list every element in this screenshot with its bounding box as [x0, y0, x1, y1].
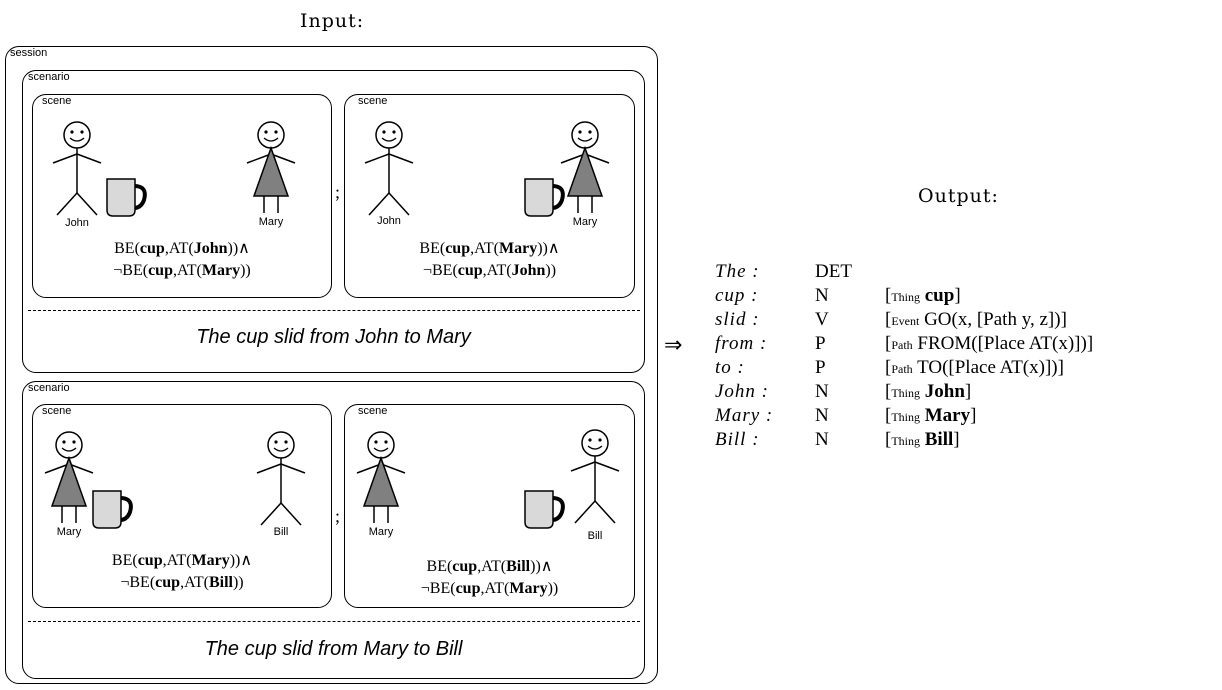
stick-figure-mary — [246, 121, 296, 213]
lexicon-word: The : — [715, 261, 760, 282]
scene-separator: ; — [335, 506, 341, 526]
figure-name: Bill — [587, 530, 603, 542]
scene-box-2-1 — [32, 404, 332, 608]
lexicon-word: slid : — [715, 309, 760, 330]
lexicon-row: slid : V [Event GO(x, [Path y, z])] — [715, 308, 1093, 332]
figure-name: Mary — [572, 216, 598, 228]
scene-box-2-2 — [344, 404, 635, 608]
input-heading: Input: — [300, 10, 365, 32]
stick-figure-bill — [570, 429, 620, 524]
lexicon-semantics: [Thing Bill] — [885, 429, 960, 450]
scene-label: scene — [42, 95, 72, 107]
lexicon-row: The : DET — [715, 260, 1093, 284]
scenario-sentence: The cup slid from Mary to Bill — [204, 638, 463, 660]
lexicon-semantics — [885, 260, 1093, 284]
scenario-sentence: The cup slid from John to Mary — [196, 326, 471, 348]
lexicon-category: DET — [815, 261, 852, 282]
lexicon-word: to : — [715, 357, 745, 378]
lexicon-row: cup : N [Thing cup] — [715, 284, 1093, 308]
lexicon-word: Bill : — [715, 429, 760, 450]
stick-figure-mary — [44, 431, 94, 523]
lexicon-row: Bill : N [Thing Bill] — [715, 428, 1093, 452]
scenario-box-2 — [22, 381, 645, 679]
figure-name: Mary — [56, 526, 82, 538]
scene-box-1-2 — [344, 94, 635, 298]
lexicon-row: to : P [Path TO([Place AT(x)])] — [715, 356, 1093, 380]
scene-logic: BE(cup,AT(Bill))∧ ¬BE(cup,AT(Mary)) — [420, 558, 559, 597]
scenario-divider — [28, 621, 640, 622]
cup-icon — [92, 490, 133, 529]
scenario-box-1 — [22, 70, 645, 373]
lexicon-word: John : — [715, 381, 770, 402]
arrow-icon: ⇒ — [664, 333, 683, 358]
lexicon-category: V — [815, 309, 829, 330]
lexicon-category: N — [815, 381, 829, 402]
scene-label: scene — [358, 95, 388, 107]
scene-label: scene — [358, 405, 388, 417]
stick-figure-mary — [560, 121, 610, 213]
lexicon-word: cup : — [715, 285, 759, 306]
scene-logic: BE(cup,AT(John))∧ ¬BE(cup,AT(Mary)) — [113, 240, 251, 279]
lexicon-table: The : DET cup : N [Thing cup] slid : V [… — [715, 260, 1093, 452]
lexicon-row: Mary : N [Thing Mary] — [715, 404, 1093, 428]
cup-icon — [106, 178, 147, 217]
scene-box-1-1 — [32, 94, 332, 298]
figure-name: Mary — [258, 216, 284, 228]
lexicon-category: N — [815, 285, 829, 306]
lexicon-word: from : — [715, 333, 768, 354]
lexicon-row: from : P [Path FROM([Place AT(x)])] — [715, 332, 1093, 356]
lexicon-semantics: [Path TO([Place AT(x)])] — [885, 357, 1064, 378]
cup-icon — [524, 178, 565, 217]
scene-label: scene — [42, 405, 72, 417]
lexicon-semantics: [Path FROM([Place AT(x)])] — [885, 333, 1094, 354]
stick-figure-john — [364, 121, 414, 216]
figure-name: Mary — [368, 526, 394, 538]
figure-name: Bill — [273, 526, 289, 538]
scene-separator: ; — [335, 182, 341, 202]
figure-name: John — [377, 215, 401, 227]
lexicon-category: N — [815, 405, 829, 426]
stick-figure-bill — [256, 431, 306, 526]
stick-figure-mary — [356, 431, 406, 523]
lexicon-row: John : N [Thing John] — [715, 380, 1093, 404]
lexicon-semantics: [Thing cup] — [885, 285, 961, 306]
stick-figure-john — [52, 121, 102, 216]
figure-name: John — [65, 217, 89, 229]
lexicon-category: P — [815, 333, 826, 354]
lexicon-word: Mary : — [715, 405, 774, 426]
lexicon-semantics: [Event GO(x, [Path y, z])] — [885, 309, 1067, 330]
scenario-label-2: scenario — [28, 382, 70, 394]
lexicon-category: N — [815, 429, 829, 450]
output-heading: Output: — [918, 185, 999, 207]
lexicon-semantics: [Thing Mary] — [885, 405, 977, 426]
session-box — [5, 46, 658, 684]
scene-logic: BE(cup,AT(Mary))∧ ¬BE(cup,AT(John)) — [419, 240, 560, 279]
lexicon-category: P — [815, 357, 826, 378]
scenario-label-1: scenario — [28, 71, 70, 83]
session-label: session — [10, 47, 48, 59]
cup-icon — [524, 490, 565, 529]
scene-logic: BE(cup,AT(Mary))∧ ¬BE(cup,AT(Bill)) — [111, 552, 253, 591]
lexicon-semantics: [Thing John] — [885, 381, 972, 402]
scenario-divider — [28, 310, 640, 311]
